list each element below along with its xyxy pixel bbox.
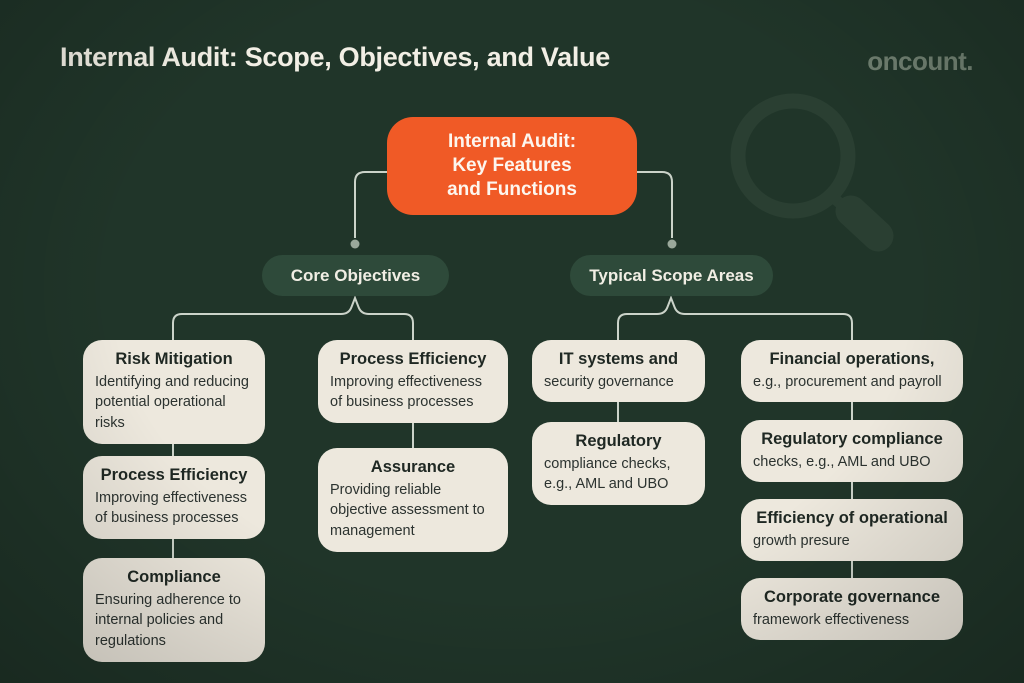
node-title: Efficiency of operational <box>756 509 948 527</box>
node-process-efficiency-1: Process Efficiency Improving effectivene… <box>83 456 265 539</box>
root-node-line: Key Features <box>452 154 572 176</box>
node-assurance: Assurance Providing reliable objective a… <box>318 448 508 552</box>
node-it-systems: IT systems and security governance <box>532 340 705 403</box>
node-body: e.g., procurement and payroll <box>753 373 942 390</box>
node-body: Identifying and reducing potential opera… <box>95 373 249 431</box>
node-title: Financial operations, <box>769 350 935 368</box>
node-regulatory-compliance: Regulatory compliance checks, e.g., AML … <box>741 420 963 483</box>
branch-label-core-objectives: Core Objectives <box>262 255 449 296</box>
node-title: Regulatory <box>575 432 662 450</box>
connector-dot <box>667 239 677 249</box>
node-body: Ensuring adherence to internal policies … <box>95 591 241 649</box>
node-body: checks, e.g., AML and UBO <box>753 453 931 470</box>
node-title: Regulatory compliance <box>761 430 943 448</box>
node-process-efficiency-2: Process Efficiency Improving effectivene… <box>318 340 508 423</box>
node-body: Improving effectiveness of business proc… <box>95 489 248 527</box>
connector-dot <box>350 239 360 249</box>
node-title: Risk Mitigation <box>115 350 233 368</box>
node-body: Improving effectiveness of business proc… <box>330 373 483 411</box>
node-body: security governance <box>544 373 674 390</box>
node-operational-efficiency: Efficiency of operational growth presure <box>741 499 963 562</box>
branch-label-typical-scope-areas: Typical Scope Areas <box>570 255 773 296</box>
node-financial-operations: Financial operations, e.g., procurement … <box>741 340 963 403</box>
node-title: Process Efficiency <box>339 350 487 368</box>
root-node-line: Internal Audit: <box>447 130 577 152</box>
node-title: IT systems and <box>558 350 679 368</box>
node-body: Providing reliable objective assessment … <box>330 481 485 539</box>
node-corporate-governance: Corporate governance framework effective… <box>741 578 963 641</box>
page-title: Internal Audit: Scope, Objectives, and V… <box>60 42 610 72</box>
node-body: growth presure <box>753 532 850 549</box>
node-compliance: Compliance Ensuring adherence to interna… <box>83 558 265 662</box>
node-body: compliance checks, e.g., AML and UBO <box>544 455 671 493</box>
root-node-line: and Functions <box>447 179 577 201</box>
node-risk-mitigation: Risk Mitigation Identifying and reducing… <box>83 340 265 444</box>
node-title: Compliance <box>127 568 221 586</box>
node-title: Process Efficiency <box>100 466 248 484</box>
root-node: Internal Audit: Key Features and Functio… <box>387 117 637 215</box>
node-body: framework effectiveness <box>753 611 910 628</box>
node-title: Corporate governance <box>763 588 941 606</box>
brand-logo: oncount. <box>867 46 973 76</box>
node-title: Assurance <box>370 458 456 476</box>
node-regulatory-checks: Regulatory compliance checks, e.g., AML … <box>532 422 705 505</box>
